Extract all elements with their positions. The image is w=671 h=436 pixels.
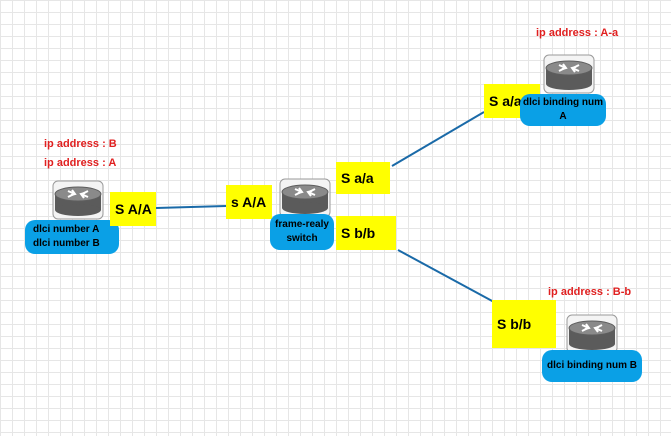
switch-label-line-1: frame-realy [275,219,329,230]
link-switch-to-top-router [391,111,485,167]
router-a-dlci-a: dlci number A [33,224,100,235]
router-icon[interactable] [52,180,104,220]
link-switch-to-bottom-router [397,249,495,303]
switch-left-interface: s A/A [226,185,272,219]
bottom-router-label: dlci binding num B [542,350,642,382]
switch-bottom-interface: S b/b [336,216,396,250]
router-a-dlci-b: dlci number B [33,238,100,249]
top-router-dlci: dlci binding num A [523,97,603,122]
router-a-interface: S A/A [110,192,156,226]
bottom-router-interface: S b/b [492,300,556,348]
router-a-ip-a: ip address : A [44,157,117,169]
top-router-label: dlci binding num A [520,94,606,126]
frame-relay-switch-label: frame-realy switch [270,214,334,250]
link-router-a-to-switch [155,205,227,209]
switch-top-interface: S a/a [336,162,390,194]
switch-label-line-2: switch [286,233,318,244]
router-a-label: dlci number A dlci number B [25,220,119,254]
router-a-ip-b: ip address : B [44,138,117,150]
bottom-router-icon[interactable] [566,314,618,354]
bottom-router-dlci: dlci binding num B [547,360,637,371]
top-router-icon[interactable] [543,54,595,94]
frame-relay-switch-icon[interactable] [279,178,331,218]
bottom-router-ip: ip address : B-b [548,286,632,298]
top-router-ip: ip address : A-a [536,27,619,39]
